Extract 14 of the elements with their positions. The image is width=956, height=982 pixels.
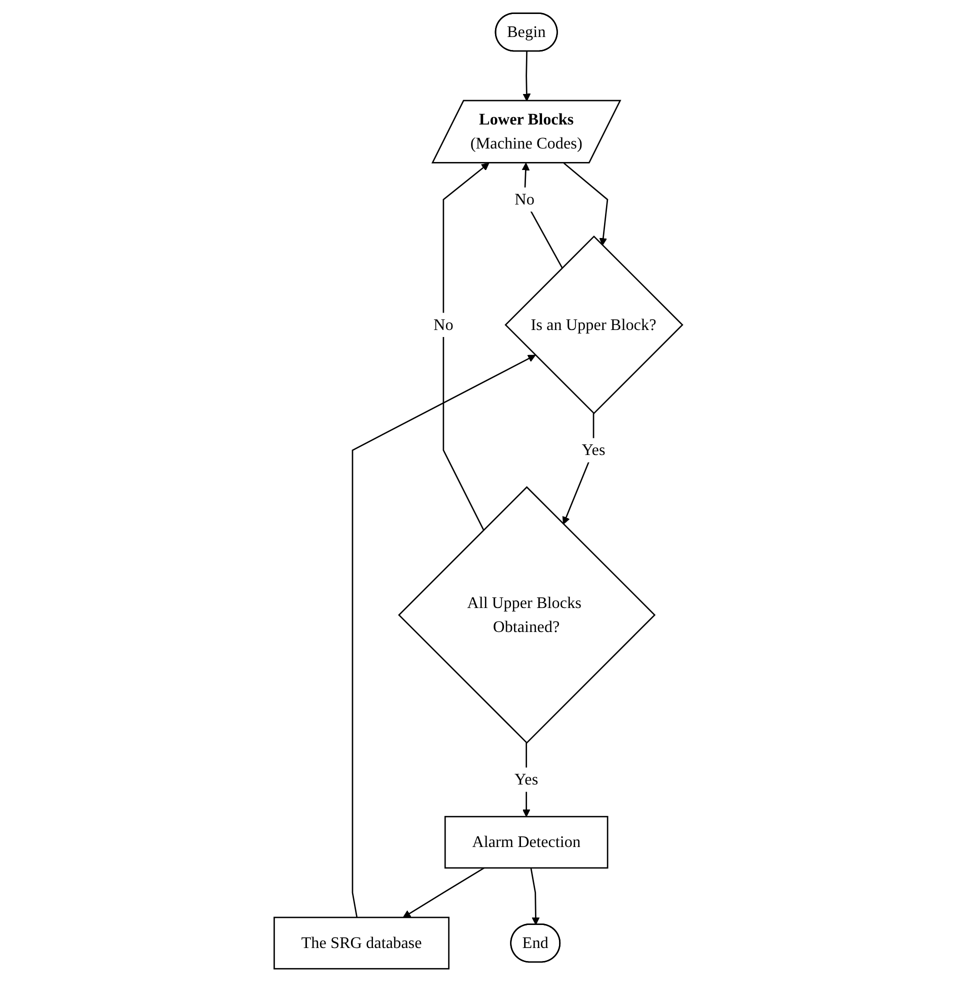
node-box: Alarm Detection	[444, 816, 608, 869]
arrow	[563, 162, 608, 246]
edge-label: Yes	[581, 440, 606, 459]
arrow	[530, 868, 540, 926]
arrow	[352, 354, 536, 918]
arrow	[402, 867, 484, 918]
node-diamond: All Upper Blocks Obtained?	[398, 486, 656, 744]
arrow	[522, 51, 530, 102]
edge-label: No	[514, 190, 534, 208]
edge-label: No	[433, 315, 454, 334]
node-diamond: Is an Upper Block?	[504, 236, 684, 414]
edge-label: Yes	[514, 770, 538, 788]
node-box: The SRG database	[273, 916, 450, 970]
arrow	[442, 162, 489, 530]
